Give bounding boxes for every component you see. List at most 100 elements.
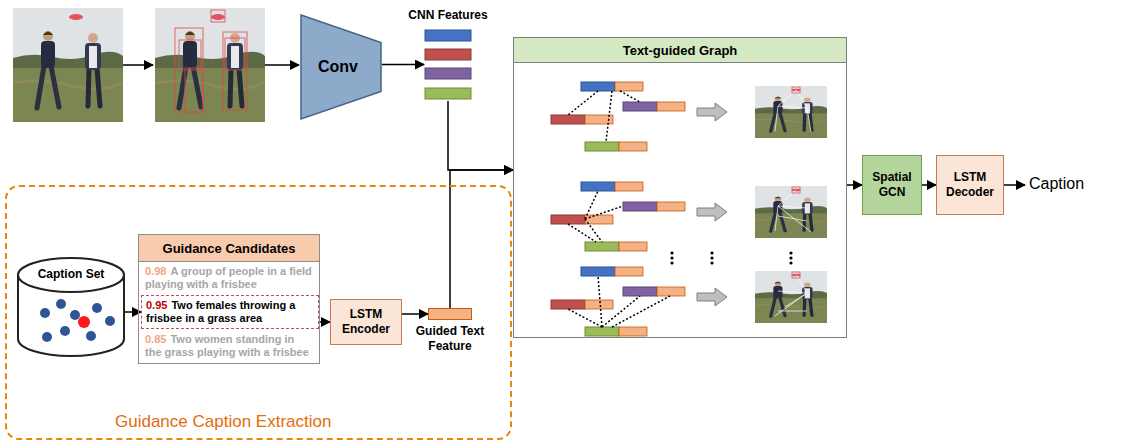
heading: CNN Features	[408, 8, 487, 22]
database-cylinder: Caption Set	[17, 257, 125, 357]
connector-arrow	[382, 64, 424, 66]
illustration-part	[185, 68, 203, 112]
connector-arrow	[450, 170, 513, 308]
feature-bar	[425, 88, 471, 99]
group-title: Guidance Caption Extraction	[115, 412, 331, 432]
graph-panel: Text-guided Graph	[513, 37, 847, 338]
illustration-part	[755, 86, 827, 138]
score: 0.95	[146, 299, 167, 311]
illustration-part	[697, 203, 727, 221]
illustration-part	[551, 182, 685, 251]
detected-photo	[155, 8, 265, 122]
candidate-text: Two females throwing a frisbee in a gras…	[146, 299, 295, 324]
connector-arrow	[320, 321, 330, 323]
process-box: LSTM Decoder	[936, 155, 1004, 215]
caption-dot	[86, 331, 96, 341]
connector-arrow	[922, 184, 936, 186]
graph-thumbnails	[755, 86, 827, 323]
illustration-part	[551, 267, 685, 336]
cylinder-top	[18, 258, 124, 292]
score: 0.98	[145, 265, 166, 277]
panel-title: Text-guided Graph	[623, 43, 738, 58]
region-boxes	[175, 10, 247, 112]
illustration-part	[568, 91, 670, 327]
illustration-part	[775, 187, 811, 232]
feature-bar	[425, 68, 471, 79]
connector-arrow	[448, 101, 513, 170]
process-box: LSTM Encoder	[330, 299, 402, 345]
node-label: Spatial GCN	[865, 170, 919, 200]
ellipsis-dots	[670, 251, 792, 264]
illustration-part	[551, 82, 685, 151]
illustration-part	[697, 288, 727, 306]
selected-candidate: 0.95Two females throwing a frisbee in a …	[141, 295, 319, 329]
conv-block: Conv	[300, 14, 382, 120]
illustration-part	[789, 261, 792, 264]
input-photo	[13, 8, 123, 122]
illustration-part	[670, 251, 673, 254]
illustration-part	[179, 40, 201, 70]
feature-bar	[425, 49, 471, 60]
connector-arrow	[847, 184, 862, 186]
illustration-part	[789, 256, 792, 259]
illustration-part	[789, 251, 792, 254]
graph-rows	[551, 82, 685, 336]
illustration-part	[568, 276, 670, 327]
illustration-part	[225, 38, 245, 70]
caption-dot	[42, 332, 52, 342]
illustration-part	[710, 261, 713, 264]
illustration-part	[211, 10, 225, 22]
connector-arrow	[402, 313, 428, 315]
illustration-part	[697, 103, 727, 121]
node-label: LSTM Encoder	[333, 307, 399, 337]
node-label: LSTM Decoder	[939, 170, 1001, 200]
feature-bars	[424, 28, 472, 101]
illustration-part	[670, 256, 673, 259]
feature-vector: Guided Text Feature	[428, 308, 472, 320]
candidate-list: Guidance Candidates 0.98A group of people…	[138, 234, 320, 364]
score: 0.85	[145, 333, 166, 345]
heading: Guided Text Feature	[410, 324, 490, 354]
illustration-part	[223, 32, 247, 110]
caption-dot	[92, 303, 102, 313]
candidate-item: 0.85Two women standing in the grass play…	[145, 333, 313, 359]
caption-dot	[60, 326, 70, 336]
illustration-part	[123, 64, 153, 66]
caption-dot	[56, 299, 66, 309]
illustration-part	[710, 256, 713, 259]
caption-dot	[70, 310, 80, 320]
illustration-part	[1004, 184, 1025, 186]
illustration-part	[568, 91, 640, 142]
candidate-item: 0.98A group of people in a field playing…	[145, 265, 313, 291]
caption-dot	[105, 316, 115, 326]
list-title: Guidance Candidates	[163, 241, 296, 256]
selected-dot	[78, 316, 90, 328]
block-arrows	[697, 103, 727, 306]
output-label: Caption	[1029, 175, 1084, 193]
panel-header: Text-guided Graph	[514, 38, 846, 63]
illustration-part	[568, 191, 623, 242]
illustration-part	[775, 87, 811, 132]
node-label: Conv	[318, 58, 358, 76]
process-box: Spatial GCN	[862, 155, 922, 215]
node-label: Caption Set	[17, 267, 125, 281]
feature-bar	[429, 309, 472, 320]
caption-dot	[40, 308, 50, 318]
trapezoid	[301, 15, 381, 119]
illustration-part	[265, 64, 299, 66]
illustration-part	[775, 272, 807, 316]
illustration-part	[670, 261, 673, 264]
feature-stack: CNN Features	[424, 28, 472, 101]
feature-bar	[425, 30, 471, 41]
illustration-part	[175, 28, 203, 112]
candidate-text: A group of people in a field playing wit…	[145, 265, 312, 290]
list-header: Guidance Candidates	[139, 235, 319, 262]
illustration-part	[755, 186, 827, 238]
illustration-part	[710, 251, 713, 254]
candidate-text: Two women standing in the grass playing …	[145, 333, 309, 358]
text-feature-bar	[428, 308, 472, 320]
group-region: Guidance Caption ExtractionCaption SetGu…	[5, 185, 512, 440]
